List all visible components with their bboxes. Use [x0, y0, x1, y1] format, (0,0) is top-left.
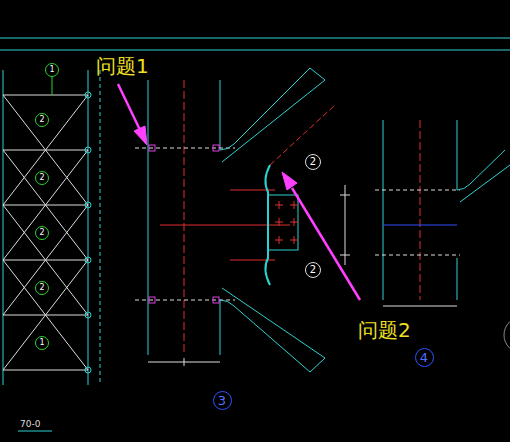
number-text: 2 — [39, 284, 44, 292]
detail-number: 4 — [415, 348, 434, 367]
callout-number: 2 — [35, 171, 49, 185]
callout-number: 2 — [35, 113, 49, 127]
number-text: 1 — [39, 339, 44, 347]
number-text: 2 — [39, 116, 44, 124]
number-text: 3 — [218, 394, 226, 407]
number-text: 2 — [39, 174, 44, 182]
callout-number: 2 — [35, 226, 49, 240]
detail-number: 3 — [213, 391, 232, 410]
callout-number: 1 — [45, 63, 59, 77]
number-text: 4 — [420, 351, 428, 364]
callout-number: 2 — [305, 262, 321, 278]
callout-number: 2 — [35, 281, 49, 295]
number-text: 2 — [310, 265, 316, 275]
callout-number: 2 — [305, 154, 321, 170]
sheet-note: 70-0 — [20, 420, 40, 429]
number-text: 1 — [49, 66, 54, 74]
callout-number: 1 — [35, 336, 49, 350]
problem-label: 问题1 — [96, 56, 149, 76]
number-text: 2 — [39, 229, 44, 237]
problem-label: 问题2 — [358, 320, 411, 340]
number-text: 2 — [310, 157, 316, 167]
